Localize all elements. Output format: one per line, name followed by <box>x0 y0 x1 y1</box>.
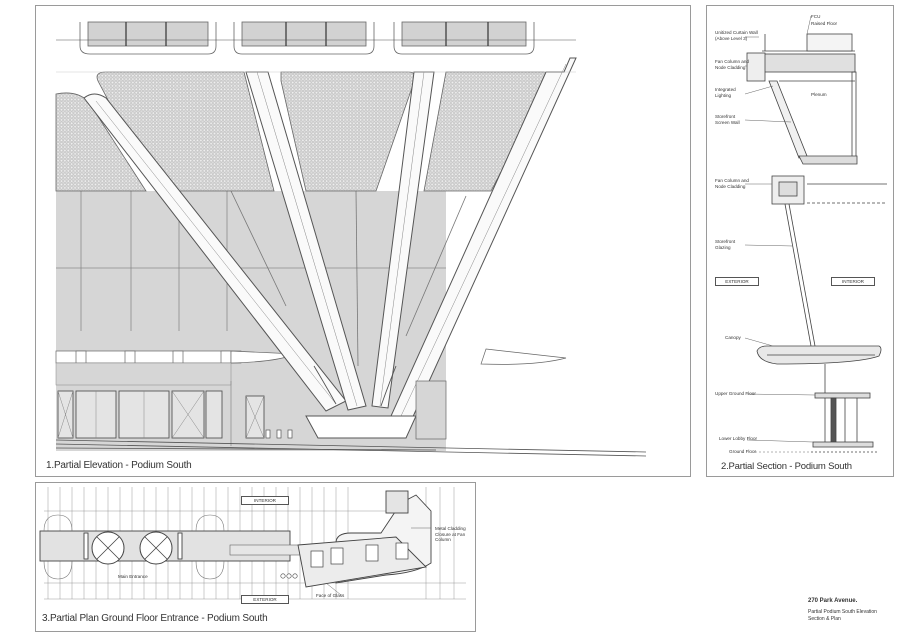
label-raised-floor: Raised Floor <box>811 21 838 26</box>
panel-partial-section: FCU Raised Floor Unitized Curtain Wall (… <box>706 5 894 477</box>
label-storefront-glazing: Storefront Glazing <box>715 239 736 250</box>
label-face-of-glass: Face of Glass <box>316 593 345 598</box>
project-title: 270 Park Avenue. <box>808 598 858 604</box>
plan-tag-interior: INTERIOR <box>241 496 289 505</box>
sheet-subtitle: Partial Podium South Elevation Section &… <box>808 609 877 622</box>
label-unitized-curtain-wall: Unitized Curtain Wall (Above Level 3) <box>715 30 758 41</box>
label-canopy: Canopy <box>725 335 741 340</box>
plan-drawing <box>39 487 466 600</box>
label-lower-lobby-floor: Lower Lobby Floor <box>719 436 758 441</box>
elevation-drawing <box>55 21 647 457</box>
label-main-entrance: Main Entrance <box>118 574 148 579</box>
panel-3-caption: 3.Partial Plan Ground Floor Entrance - P… <box>42 613 268 624</box>
label-metal-cladding: Metal Cladding Closure at Fan Column <box>435 526 466 543</box>
section-drawing <box>744 15 887 453</box>
label-fan-column-lower: Fan Column and Node Cladding <box>715 178 749 189</box>
panel-2-caption: 2.Partial Section - Podium South <box>721 461 852 472</box>
label-ground-floor: Ground Floor <box>729 449 757 454</box>
label-upper-ground-floor: Upper Ground Floor <box>715 391 756 396</box>
label-integrated-lighting: Integrated Lighting <box>715 87 736 98</box>
panel-partial-plan: INTERIOR EXTERIOR Main Entrance Face of … <box>35 482 476 632</box>
label-storefront-screen-wall: Storefront Screen Wall <box>715 114 740 125</box>
plan-tag-exterior: EXTERIOR <box>241 595 289 604</box>
title-block: 270 Park Avenue. Partial Podium South El… <box>808 598 877 622</box>
panel-partial-elevation: 1.Partial Elevation - Podium South <box>35 5 691 477</box>
tag-exterior: EXTERIOR <box>715 277 759 286</box>
label-plenum: Plenum <box>811 92 827 97</box>
panel-1-caption: 1.Partial Elevation - Podium South <box>46 460 192 471</box>
label-fan-column-upper: Fan Column and Node Cladding <box>715 59 749 70</box>
tag-interior: INTERIOR <box>831 277 875 286</box>
label-fcu: FCU <box>811 14 821 19</box>
